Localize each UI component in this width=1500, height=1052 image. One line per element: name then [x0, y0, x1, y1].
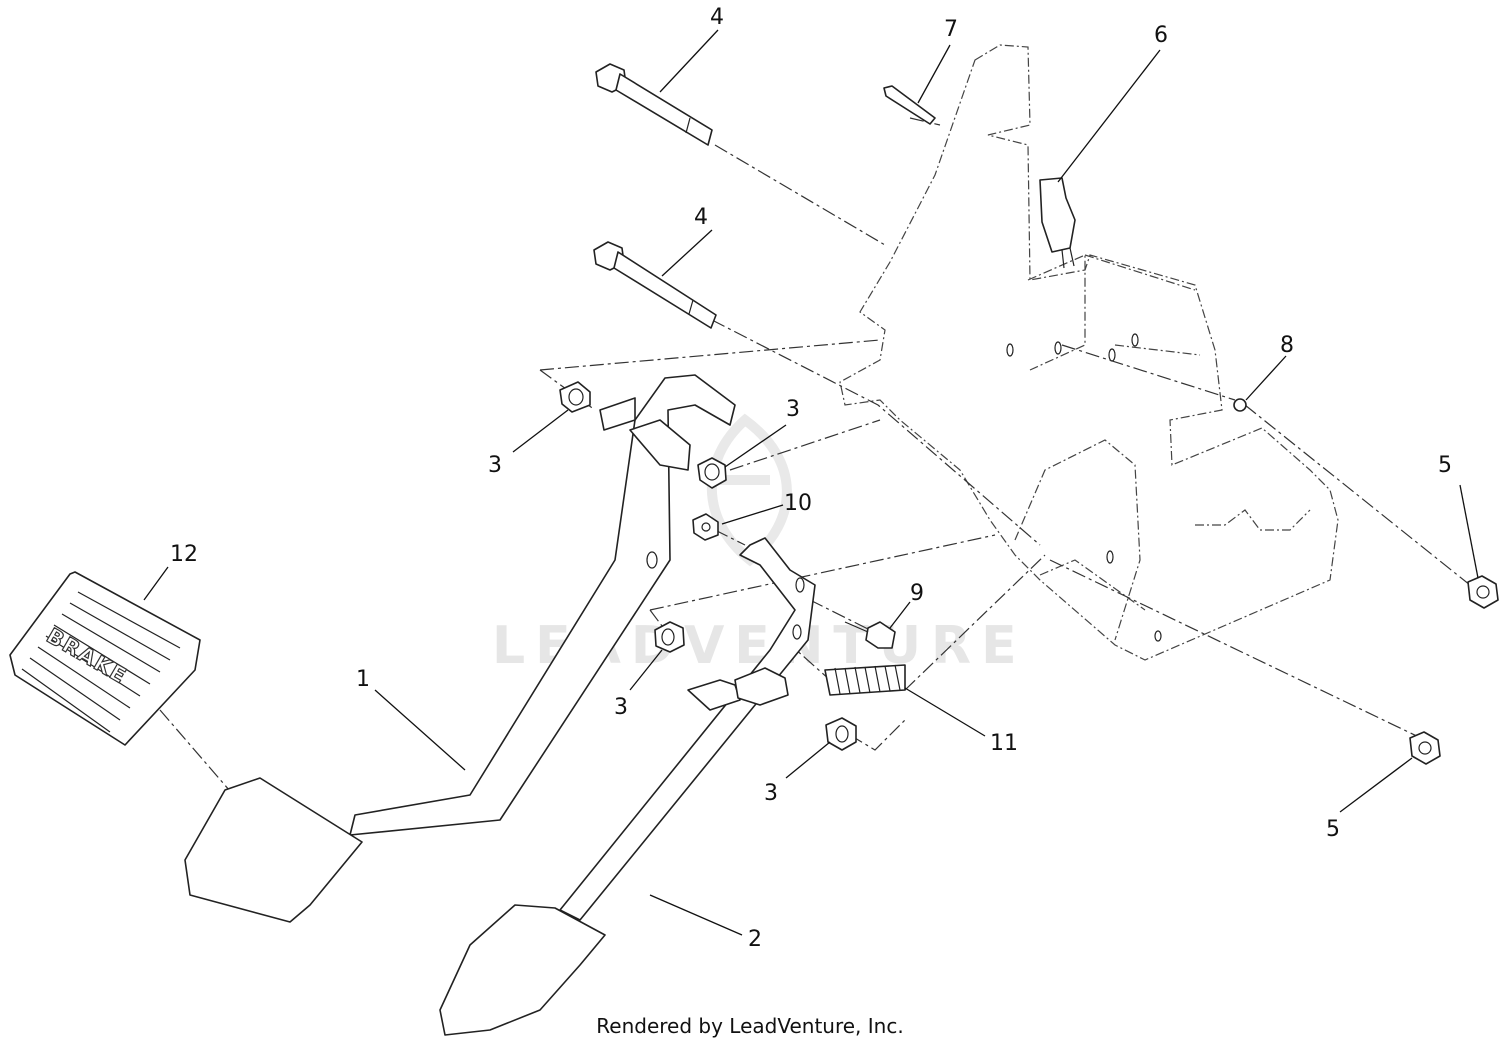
callout-labels: 4 7 6 4 8 3 3 10 5 12 9 1 3 11 3 5 2 — [170, 5, 1452, 952]
callout-7: 7 — [944, 17, 958, 42]
bushing — [734, 667, 789, 706]
callout-9: 9 — [910, 581, 924, 606]
bolt-upper — [595, 63, 713, 146]
callout-10: 10 — [784, 491, 812, 516]
pedal-arm-2 — [439, 537, 816, 1036]
callout-8: 8 — [1280, 333, 1294, 358]
spacer-3-c — [654, 621, 685, 653]
callout-4-lower: 4 — [694, 205, 708, 230]
render-credit: Rendered by LeadVenture, Inc. — [596, 1014, 904, 1038]
callout-6: 6 — [1154, 23, 1168, 48]
assembly-lines — [159, 117, 1471, 821]
leader-lines — [143, 29, 1479, 936]
callout-12: 12 — [170, 542, 198, 567]
callout-3-d: 3 — [764, 781, 778, 806]
pin-7 — [883, 85, 936, 125]
switch-6 — [1039, 177, 1076, 269]
callout-3-c: 3 — [614, 695, 628, 720]
brake-pad-12: BRAKE — [9, 571, 201, 746]
bolt-lower — [593, 241, 717, 329]
spacer-3-d — [825, 717, 857, 751]
callout-3-a: 3 — [488, 453, 502, 478]
callout-1: 1 — [356, 667, 370, 692]
spacer-3-a — [559, 381, 636, 431]
callout-3-b: 3 — [786, 397, 800, 422]
washer-10 — [692, 513, 719, 541]
nut-8 — [1233, 398, 1247, 412]
callout-5-upper: 5 — [1438, 453, 1452, 478]
callout-11: 11 — [990, 731, 1018, 756]
spacer-3-b — [697, 457, 727, 489]
nut-5-upper — [1467, 575, 1499, 609]
screw-9 — [844, 621, 896, 649]
spring-11 — [824, 664, 906, 696]
mounting-bracket — [839, 44, 1339, 661]
nut-5-lower — [1409, 731, 1441, 765]
callout-2: 2 — [748, 927, 762, 952]
callout-5-lower: 5 — [1326, 817, 1340, 842]
callout-4-upper: 4 — [710, 5, 724, 30]
pedal-arm-1 — [184, 374, 736, 923]
